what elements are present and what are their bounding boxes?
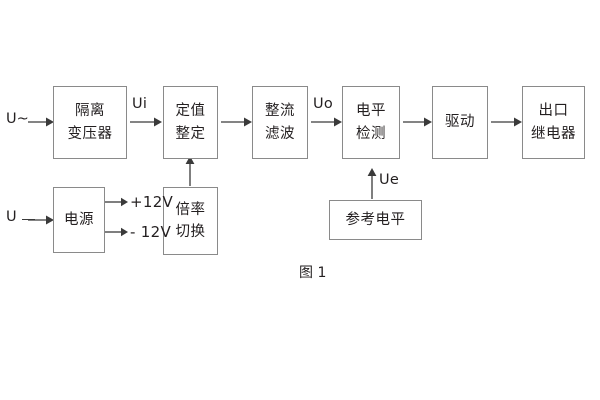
block-output-relay-line-2: 继电器 — [531, 125, 576, 142]
label-rail-positive: +12V — [130, 193, 174, 211]
arrow-rectify-to-level — [311, 117, 342, 127]
block-power-supply-line-1: 电源 — [64, 211, 94, 228]
arrow-isolation-to-setpoint — [130, 117, 162, 127]
label-uo: Uo — [313, 96, 334, 112]
arrow-drive-to-output-relay — [491, 117, 522, 127]
block-power-supply[interactable]: 电源 — [53, 187, 105, 253]
arrow-power-supply-negative-rail — [105, 227, 128, 237]
block-setpoint-setting-line-2: 整定 — [175, 125, 206, 142]
block-output-relay[interactable]: 出口 继电器 — [522, 86, 585, 159]
block-isolation-transformer-line-2: 变压器 — [67, 125, 113, 142]
arrow-multiplier-to-setpoint — [185, 156, 195, 186]
block-drive-line-1: 驱动 — [445, 114, 475, 131]
label-ac-input: U~ — [6, 111, 29, 127]
block-level-detection[interactable]: 电平 检测 — [342, 86, 400, 159]
arrow-power-supply-positive-rail — [105, 197, 128, 207]
arrow-level-to-drive — [403, 117, 432, 127]
block-setpoint-setting[interactable]: 定值 整定 — [163, 86, 218, 159]
block-multiplier-switch-line-2: 切换 — [175, 224, 206, 240]
block-multiplier-switch[interactable]: 倍率 切换 — [163, 187, 218, 255]
block-rectify-filter[interactable]: 整流 滤波 — [252, 86, 308, 159]
arrow-reference-to-level — [367, 168, 377, 199]
figure-caption: 图 1 — [299, 265, 327, 281]
label-ui: Ui — [132, 96, 148, 112]
block-rectify-filter-line-1: 整流 — [265, 103, 295, 120]
arrow-setpoint-to-rectify — [221, 117, 252, 127]
dc-dash-mark — [22, 219, 35, 221]
block-reference-level[interactable]: 参考电平 — [329, 200, 422, 240]
block-level-detection-line-1: 电平 — [356, 103, 386, 120]
block-isolation-transformer[interactable]: 隔离 变压器 — [53, 86, 127, 159]
label-rail-negative: - 12V — [130, 223, 172, 241]
label-ue: Ue — [379, 172, 400, 188]
label-dc-input: U — [6, 209, 17, 225]
block-reference-level-line-1: 参考电平 — [345, 211, 406, 228]
block-isolation-transformer-line-1: 隔离 — [75, 103, 105, 120]
arrow-ac-input-to-isolation — [28, 117, 54, 127]
block-drive[interactable]: 驱动 — [432, 86, 488, 159]
block-rectify-filter-line-2: 滤波 — [265, 125, 295, 142]
block-output-relay-line-1: 出口 — [538, 103, 569, 120]
block-level-detection-line-2: 检测 — [356, 125, 386, 142]
block-multiplier-switch-line-1: 倍率 — [175, 201, 206, 218]
block-setpoint-setting-line-1: 定值 — [175, 103, 206, 120]
